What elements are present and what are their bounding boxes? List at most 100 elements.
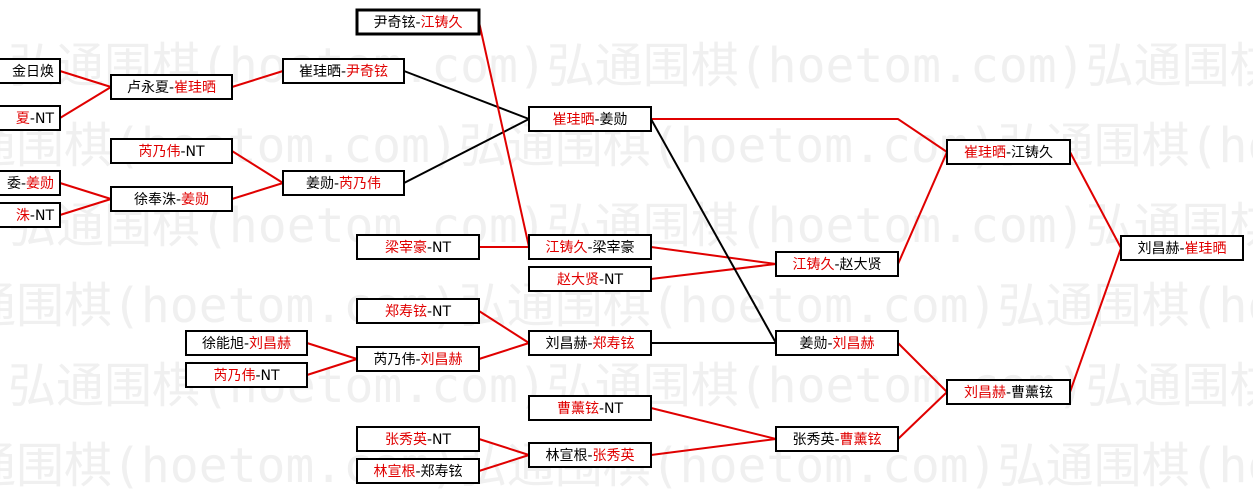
- match-box-frame: [356, 298, 480, 324]
- match-box-frame: [0, 202, 61, 228]
- separator: -: [341, 64, 346, 80]
- connector-r3c-r4a: [403, 118, 530, 184]
- separator: -: [334, 176, 339, 192]
- player-b-name: NT: [432, 304, 451, 320]
- match-label: 芮乃伟-NT: [138, 143, 205, 160]
- match-label: 刘昌赫-崔珪晒: [1137, 241, 1226, 257]
- player-a-name: 徐能旭: [202, 336, 244, 352]
- match-box-frame: [185, 330, 308, 356]
- match-label: 尹奇铉-江铸久: [373, 14, 462, 31]
- match-label: 委-姜勋: [7, 176, 54, 192]
- match-label: 赵大贤-NT: [557, 272, 624, 288]
- player-a-name: 梁宰豪: [385, 240, 427, 256]
- player-a-name: 江铸久: [792, 257, 834, 273]
- match-label: 江铸久-赵大贤: [792, 257, 881, 273]
- match-label: 梁宰豪-NT: [385, 240, 452, 256]
- match-label: 夏-NT: [16, 111, 55, 127]
- player-a-name: 芮乃伟: [138, 143, 180, 160]
- match-box-frame: [110, 74, 233, 100]
- match-box-r6a: 崔珪晒-江铸久: [946, 139, 1071, 165]
- separator: -: [415, 352, 420, 368]
- match-boxes: 金日焕夏-NT委-姜勋洙-NT徐能旭-刘昌赫芮乃伟-NT卢永夏-崔珪晒芮乃伟-N…: [0, 8, 1244, 484]
- match-box-r3h: 林宣根-郑寿铉: [356, 458, 480, 484]
- match-label: 姜勋-芮乃伟: [306, 175, 381, 192]
- connector-r2a-r3b: [231, 70, 284, 88]
- player-b-name: 梁宰豪: [593, 240, 635, 256]
- match-box-frame: [528, 266, 652, 292]
- player-a-name: 刘昌赫: [964, 385, 1006, 401]
- player-b-name: NT: [186, 144, 205, 160]
- match-label: 江铸久-梁宰豪: [545, 240, 634, 256]
- separator: -: [587, 240, 592, 256]
- match-box-frame: [946, 139, 1071, 165]
- match-box-frame: [110, 186, 233, 212]
- separator: -: [176, 192, 181, 208]
- connector-r3b-r4a: [403, 70, 530, 120]
- match-box-r2c: 徐奉洙-姜勋: [110, 186, 233, 212]
- player-b-name: 刘昌赫: [833, 336, 875, 352]
- player-a-name: 刘昌赫: [545, 336, 587, 352]
- player-a-name: 金日焕: [12, 63, 54, 80]
- match-label: 刘昌赫-曹薰铉: [964, 385, 1053, 401]
- match-box-final: 刘昌赫-崔珪晒: [1120, 235, 1244, 261]
- separator: -: [415, 15, 420, 31]
- separator: -: [427, 304, 432, 320]
- connector-r2b-r3c: [231, 150, 284, 184]
- match-box-r4c: 赵大贤-NT: [528, 266, 652, 292]
- player-b-name: NT: [604, 401, 623, 417]
- player-b-name: 姜勋: [600, 112, 628, 128]
- connector-r1a-r2a: [59, 70, 112, 88]
- match-box-frame: [946, 379, 1071, 405]
- separator: -: [427, 240, 432, 256]
- player-b-name: 曹薰铉: [1011, 385, 1053, 401]
- match-box-r3b: 崔珪晒-尹奇铉: [282, 58, 405, 84]
- match-box-r3a: 尹奇铉-江铸久: [355, 8, 481, 36]
- match-box-r4a: 崔珪晒-姜勋: [528, 106, 652, 132]
- connector-r5b-r6b: [897, 342, 948, 393]
- separator: -: [594, 112, 599, 128]
- player-b-name: 赵大贤: [840, 257, 882, 273]
- separator: -: [1006, 145, 1011, 161]
- separator: -: [30, 111, 35, 127]
- separator: -: [415, 464, 420, 480]
- player-b-name: NT: [432, 240, 451, 256]
- match-label: 林宣根-张秀英: [545, 447, 634, 464]
- connector-r1e-r3f: [306, 342, 358, 360]
- connector-r4a-r6a: [651, 118, 948, 153]
- match-box-r4b: 江铸久-梁宰豪: [528, 234, 652, 260]
- connector-lines: [59, 21, 1122, 472]
- player-b-name: 尹奇铉: [346, 63, 388, 80]
- player-b-name: 刘昌赫: [249, 336, 291, 352]
- connector-r1c-r2c: [59, 182, 112, 200]
- match-label: 徐奉洙-姜勋: [134, 192, 209, 208]
- match-box-frame: [0, 105, 61, 131]
- separator: -: [21, 176, 26, 192]
- connector-r4a-r5b: [650, 118, 777, 344]
- match-box-frame: [185, 362, 308, 388]
- match-box-r3d: 梁宰豪-NT: [356, 234, 480, 260]
- player-b-name: NT: [604, 272, 623, 288]
- match-box-r2b: 芮乃伟-NT: [110, 138, 233, 164]
- connector-r2c-r3c: [231, 182, 284, 200]
- match-box-frame: [0, 58, 61, 84]
- player-b-name: 江铸久: [421, 15, 463, 31]
- connector-r6b-final: [1069, 247, 1122, 393]
- separator: -: [427, 432, 432, 448]
- player-b-name: 郑寿铉: [593, 335, 635, 352]
- connector-r3e-r4d: [478, 310, 530, 344]
- match-box-frame: [282, 170, 405, 196]
- match-box-frame: [775, 330, 899, 356]
- match-box-r6b: 刘昌赫-曹薰铉: [946, 379, 1071, 405]
- player-b-name: NT: [261, 368, 280, 384]
- match-box-frame: [528, 106, 652, 132]
- connector-r6a-final: [1069, 151, 1122, 249]
- player-a-name: 张秀英: [792, 431, 834, 448]
- separator: -: [834, 257, 839, 273]
- player-a-name: 姜勋: [306, 176, 334, 192]
- player-a-name: 尹奇铉: [373, 14, 415, 31]
- match-label: 曹薰铉-NT: [557, 401, 624, 417]
- separator: -: [244, 336, 249, 352]
- match-label: 崔珪晒-江铸久: [964, 145, 1053, 161]
- connector-r3a-r4b: [478, 21, 530, 248]
- match-box-r4f: 林宣根-张秀英: [528, 442, 652, 468]
